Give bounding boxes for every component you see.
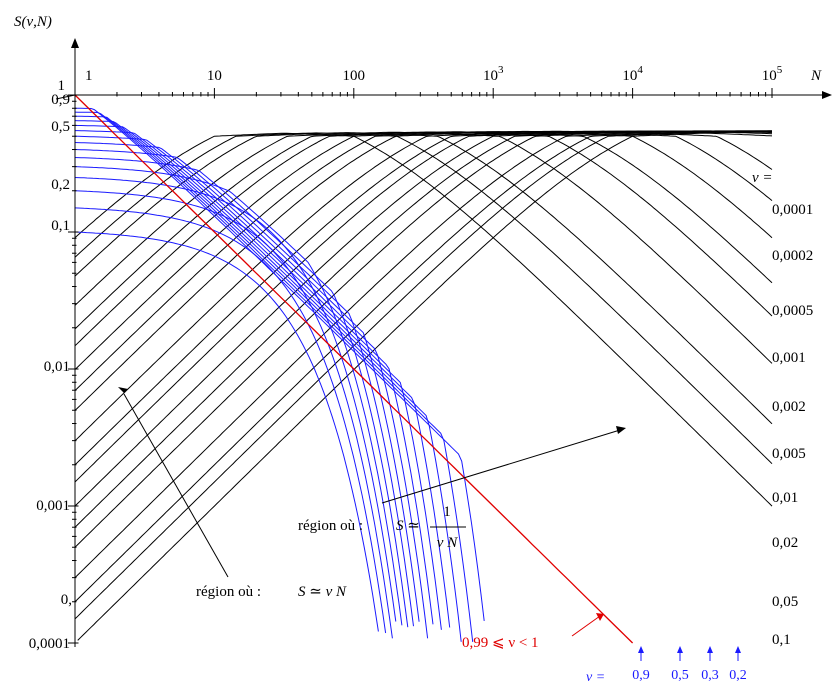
y-tick-label-6: 0,001: [36, 498, 70, 514]
blue-curve-14: [74, 231, 379, 632]
x-tick-label-0: 1: [85, 68, 93, 84]
blue-curve-1: [74, 111, 474, 642]
nu-label-3: 0,001: [772, 350, 806, 366]
nu-label-8: 0,05: [772, 594, 798, 610]
x-tick-label-1: 10: [207, 68, 222, 84]
blue-label-1: 0,5: [671, 668, 689, 683]
blue-curve-3: [74, 120, 451, 628]
region-right-label: région où :: [298, 518, 363, 534]
blue-curve-9: [74, 157, 409, 628]
blue-arrowhead-0: [638, 646, 644, 653]
blue-curve-11: [74, 177, 397, 622]
x-tick-exp: 5: [777, 64, 783, 76]
blue-curve-7: [74, 142, 420, 622]
region-right-lhs: S ≃: [396, 518, 420, 534]
region-left-arrowhead: [118, 387, 128, 393]
blue-curve-6: [74, 135, 429, 639]
red-label: 0,99 ⩽ ν < 1: [462, 635, 539, 651]
y-tick-label-2: 0,5: [51, 119, 70, 135]
black-curve-13: [74, 131, 773, 347]
blue-curve-13: [74, 207, 387, 634]
y-tick-label-8: 0,0001: [29, 636, 70, 652]
x-tick-label-3: 103: [483, 64, 504, 84]
blue-curve-5: [75, 130, 434, 625]
red-arrow: [571, 615, 601, 637]
nu-label-4: 0,002: [772, 399, 806, 415]
region-left-arrow: [123, 393, 229, 578]
black-curve-14: [74, 131, 773, 330]
y-axis-arrow: [71, 38, 79, 48]
nu-label-6: 0,01: [772, 490, 798, 506]
nu-label-7: 0,02: [772, 535, 798, 551]
blue-curve-0: [75, 107, 485, 621]
red-curve: [74, 94, 634, 644]
region-right-num: 1: [443, 504, 451, 520]
axes: [55, 38, 832, 661]
y-tick-label-3: 0,2: [51, 177, 70, 193]
black-curve-12: [74, 131, 773, 370]
black-curve-17: [74, 132, 773, 465]
blue-label-2: 0,3: [701, 668, 719, 683]
nu-label-5: 0,005: [772, 446, 806, 462]
x-tick-exp: 4: [637, 64, 643, 76]
blue-curve-2: [74, 115, 462, 642]
blue-label-0: 0,9: [632, 668, 650, 683]
x-tick-exp: 3: [498, 64, 504, 76]
blue-curve-4: [74, 124, 442, 630]
blue-arrowhead-3: [735, 646, 741, 653]
blue-curve-8: [74, 149, 414, 627]
plot-lines: [74, 94, 773, 644]
black-curve-8: [74, 130, 773, 466]
nu-label-2: 0,0005: [772, 303, 813, 319]
region-right-den: ν N: [437, 535, 458, 551]
nu-label-0: 0,0001: [772, 202, 813, 218]
red-arrowhead: [596, 613, 604, 621]
x-axis-arrow: [822, 91, 832, 99]
black-curve-15: [74, 131, 773, 364]
black-curve-18: [74, 132, 773, 507]
region-left-formula: S ≃ ν N: [298, 584, 347, 600]
x-axis-label: N: [810, 68, 822, 84]
y-tick-label-1: 0,9: [51, 92, 70, 108]
x-tick-label-4: 104: [622, 64, 643, 84]
blue-curve-12: [74, 190, 393, 639]
black-curve-10: [74, 130, 773, 411]
blue-label-3: 0,2: [729, 668, 747, 683]
blue-curve-10: [74, 166, 403, 626]
blue-nu-header: ν =: [586, 670, 605, 685]
region-right-arrow: [381, 429, 621, 504]
region-left-label: région où :: [196, 584, 261, 600]
y-tick-label-7: 0,: [61, 592, 72, 608]
nu-header: ν =: [752, 170, 773, 186]
pointer-0-9: [55, 94, 76, 100]
nu-label-9: 0,1: [772, 632, 791, 648]
y-axis-label: S(ν,N): [14, 14, 52, 30]
blue-arrowhead-2: [707, 646, 713, 653]
blue-arrowhead-1: [677, 646, 683, 653]
y-tick-label-4: 0,1: [51, 218, 70, 234]
black-curve-9: [74, 130, 773, 442]
nu-label-1: 0,0002: [772, 248, 813, 264]
y-tick-label-5: 0,01: [44, 359, 70, 375]
black-curve-11: [74, 130, 773, 391]
region-right-arrowhead: [616, 426, 626, 434]
y-tick-label-0: 1: [58, 78, 66, 94]
x-tick-label-5: 105: [762, 64, 783, 84]
black-curve-3: [74, 130, 772, 579]
x-tick-label-2: 100: [343, 68, 366, 84]
black-curve-1: [74, 130, 772, 620]
